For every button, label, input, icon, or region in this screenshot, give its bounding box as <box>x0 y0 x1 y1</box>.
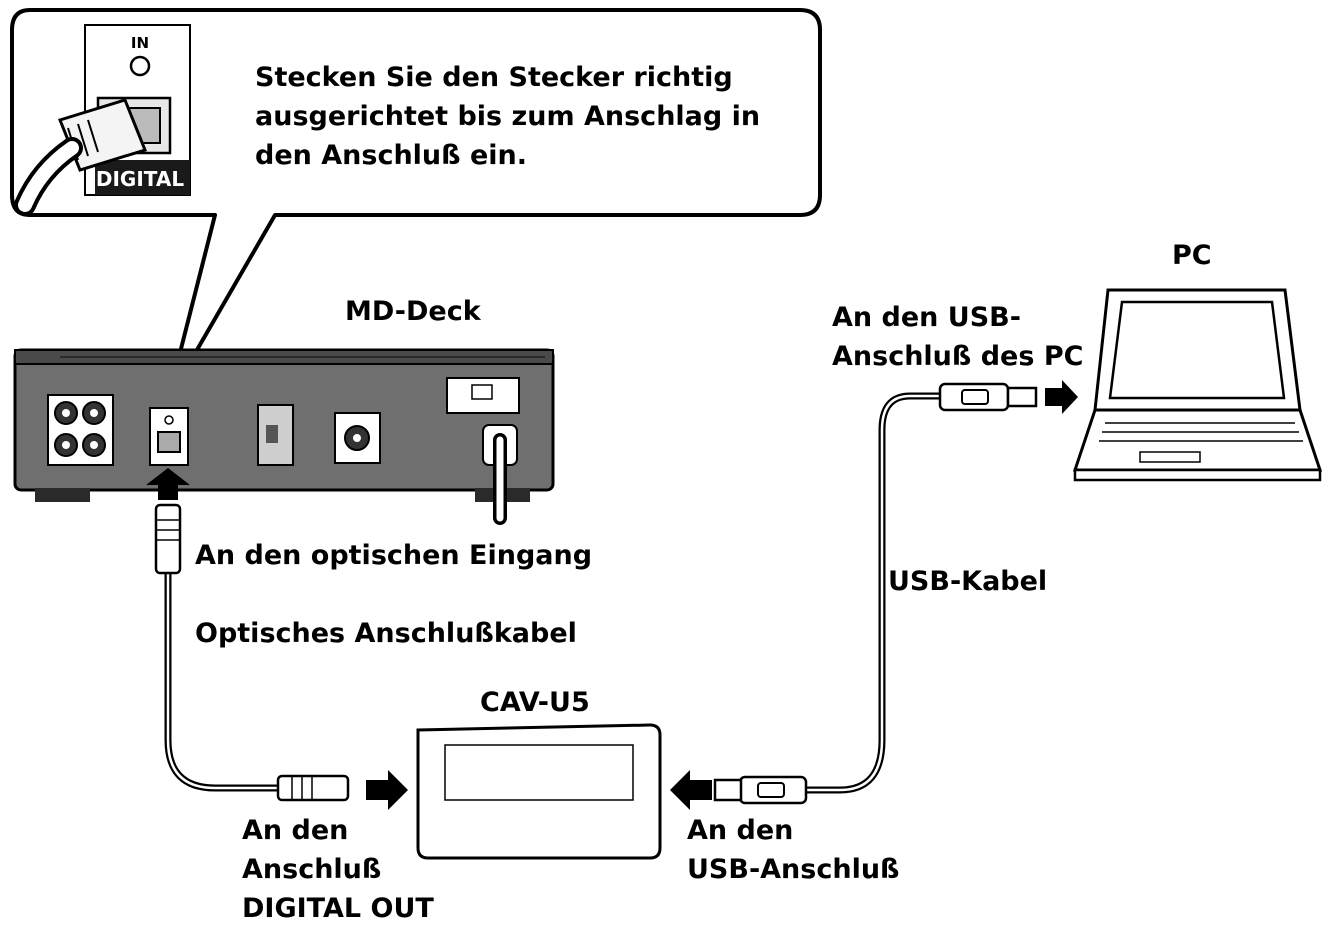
cav-u5-label: CAV-U5 <box>480 687 590 718</box>
optical-cable-label: Optisches Anschlußkabel <box>195 618 577 649</box>
optical-cable <box>154 503 350 802</box>
usb-port-line: An den <box>687 815 794 846</box>
usb-cable <box>713 382 1038 805</box>
arrow-up-icon <box>146 468 190 500</box>
arrow-right-icon <box>366 770 408 810</box>
cav-u5-illustration <box>416 723 662 860</box>
usb-pc-line: An den USB- <box>832 302 1021 333</box>
md-deck-label: MD-Deck <box>345 296 481 327</box>
digital-out-line: DIGITAL OUT <box>242 893 434 924</box>
callout-jack-closeup-icon <box>14 24 191 216</box>
usb-cable-label: USB-Kabel <box>888 566 1048 597</box>
arrow-left-icon <box>670 770 712 810</box>
callout-instruction: Stecken Sie den Stecker richtig ausgeric… <box>255 58 760 175</box>
usb-port-line: USB-Anschluß <box>687 854 900 885</box>
digital-out-line: An den <box>242 815 349 846</box>
callout-line: ausgerichtet bis zum Anschlag in <box>255 101 761 132</box>
callout-bubble <box>10 8 822 402</box>
digital-out-label: An den Anschluß DIGITAL OUT <box>242 811 434 926</box>
pc-laptop-illustration <box>1072 288 1323 482</box>
usb-port-label: An den USB-Anschluß <box>687 811 899 889</box>
jack-in-label: IN <box>131 34 149 52</box>
usb-pc-line: Anschluß des PC <box>832 341 1084 372</box>
arrow-right-icon <box>1045 380 1078 414</box>
digital-out-line: Anschluß <box>242 854 382 885</box>
callout-line: den Anschluß ein. <box>255 140 528 171</box>
jack-digital-label: DIGITAL <box>96 167 184 191</box>
pc-label: PC <box>1172 240 1212 271</box>
usb-pc-label: An den USB- Anschluß des PC <box>832 298 1083 376</box>
md-deck-illustration <box>13 348 555 525</box>
optical-input-label: An den optischen Eingang <box>195 540 593 571</box>
direction-arrows <box>146 380 1078 810</box>
callout-line: Stecken Sie den Stecker richtig <box>255 62 733 93</box>
